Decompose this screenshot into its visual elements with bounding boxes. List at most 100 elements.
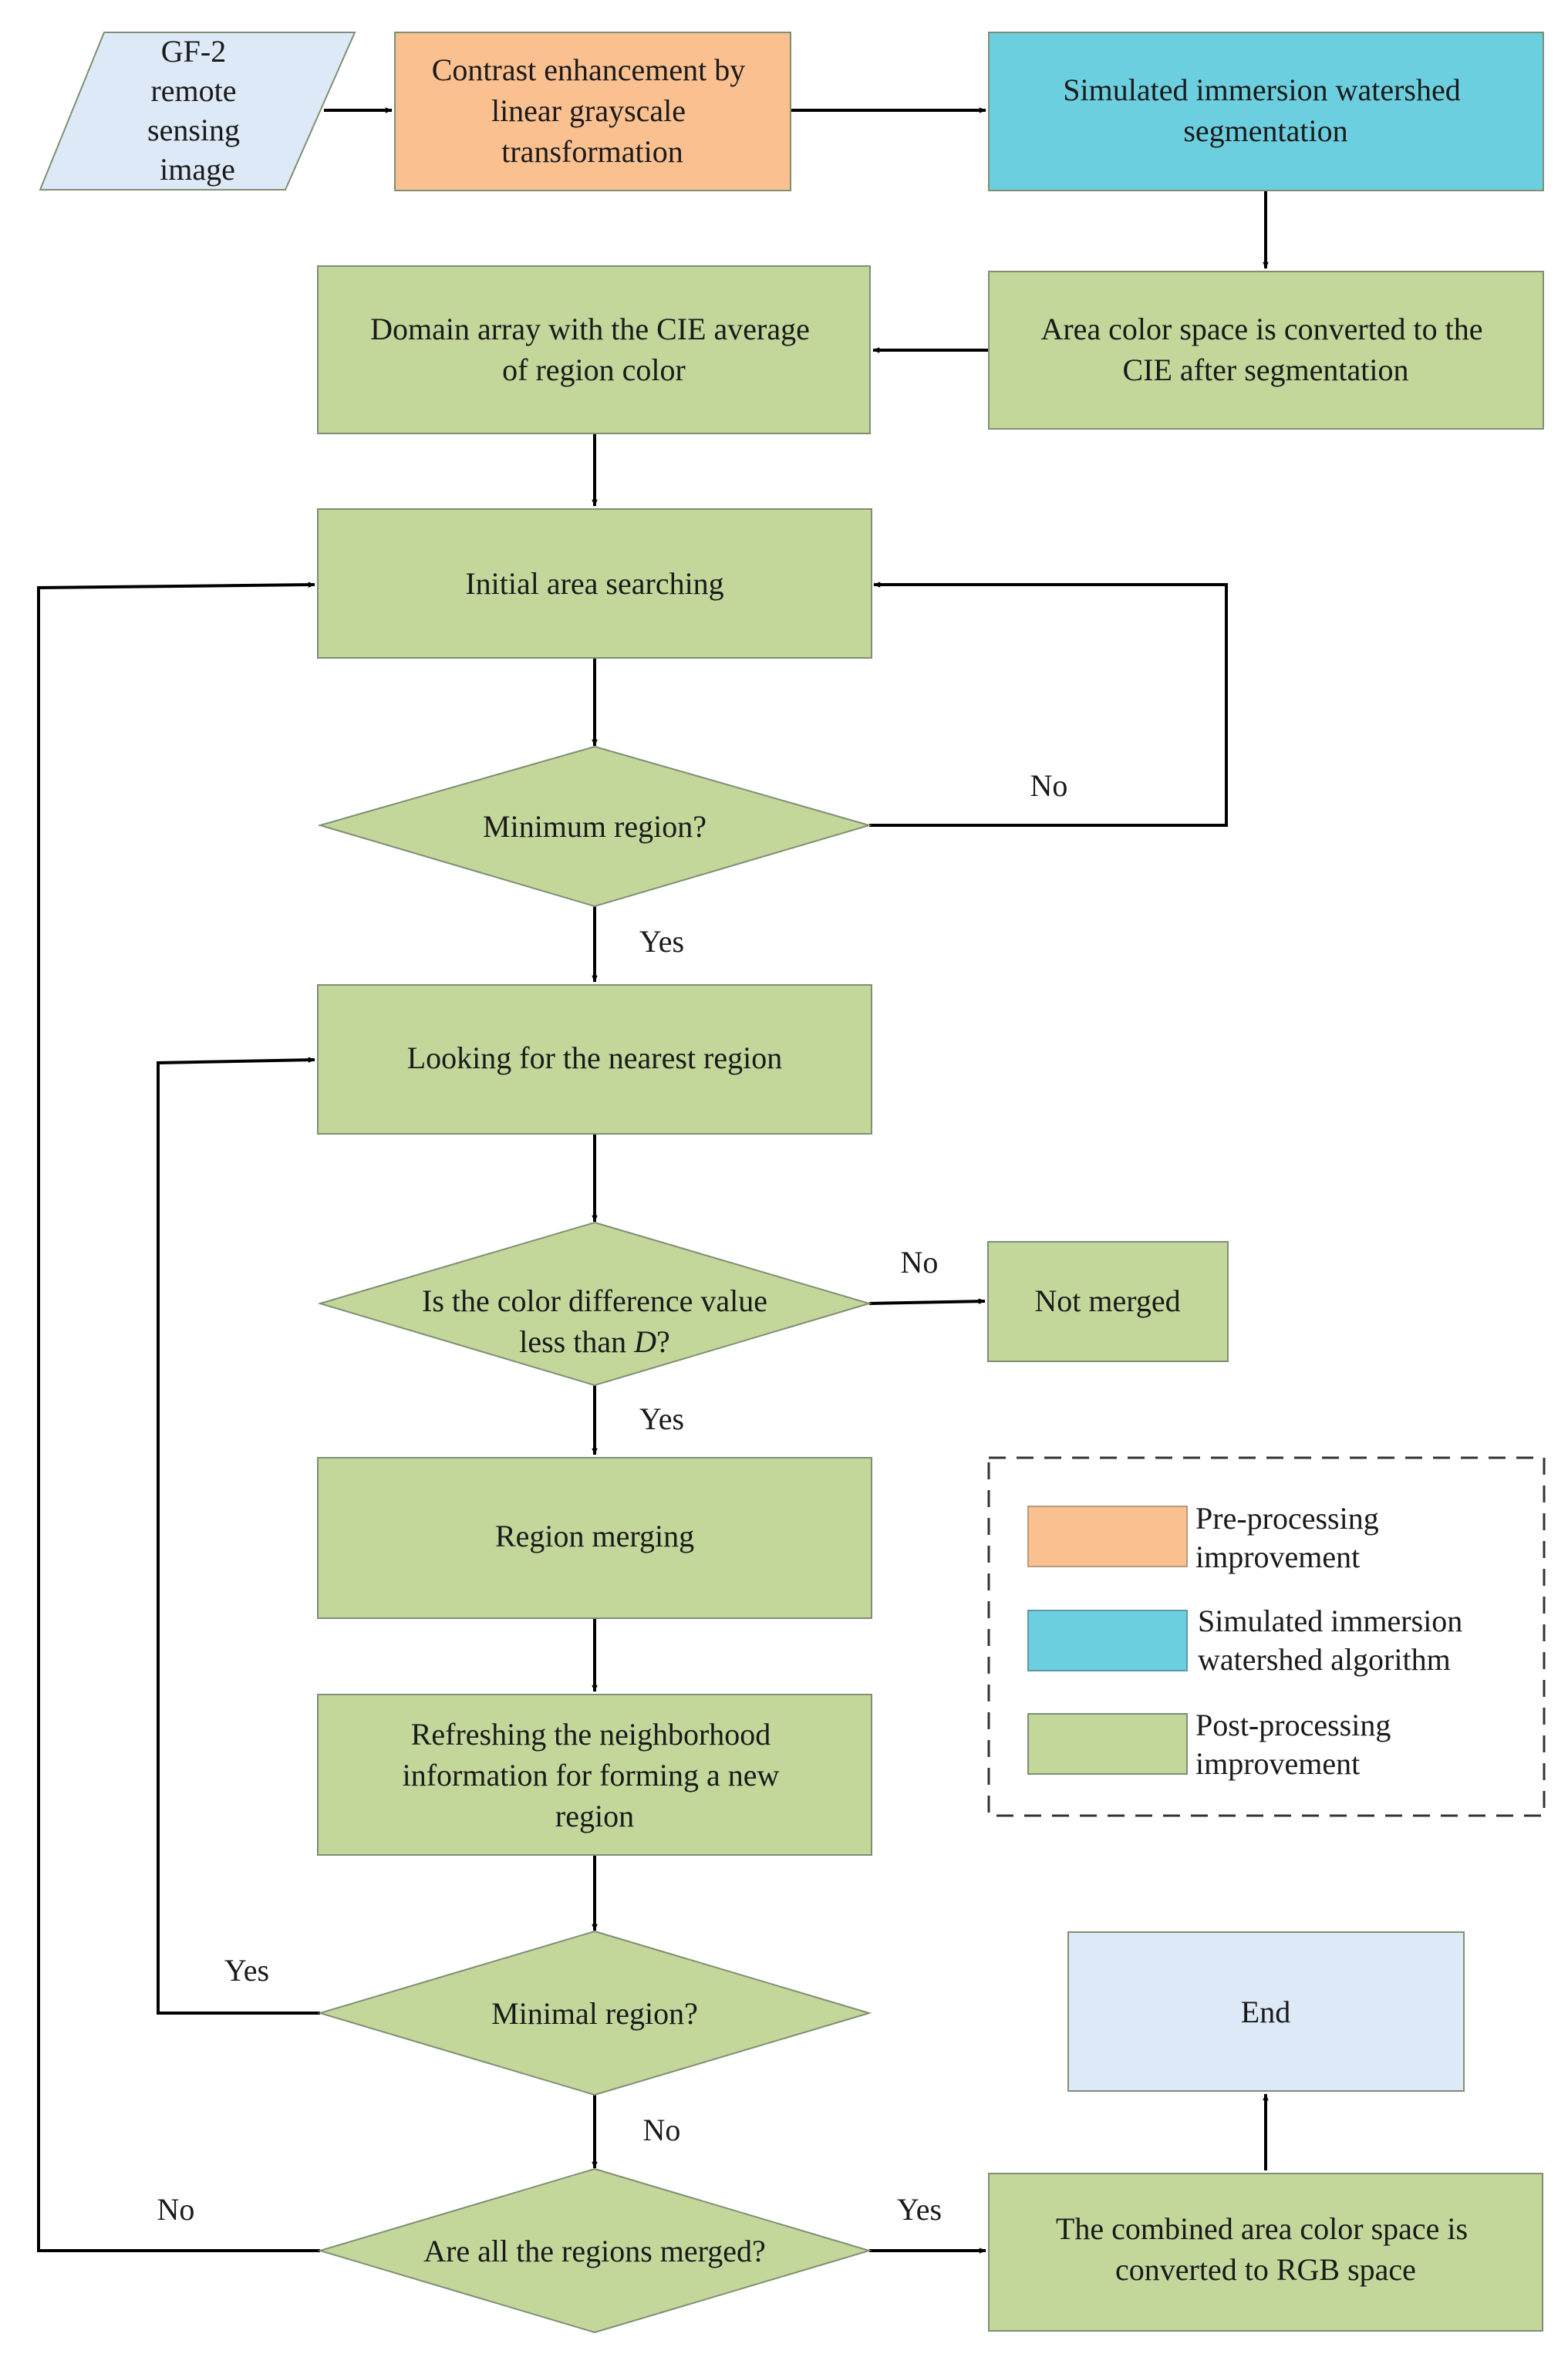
svg-text:Is the color difference value: Is the color difference value: [422, 1283, 767, 1318]
legend-swatch-pre-processing: [1027, 1506, 1188, 1567]
node-cie-conversion: Area color space is converted to the CIE…: [988, 271, 1544, 430]
svg-text:Region merging: Region merging: [495, 1519, 694, 1553]
watershed-line-2: segmentation: [1183, 113, 1347, 148]
domain-box: [317, 265, 871, 434]
initial-box: [317, 508, 872, 659]
initial-line-1: Initial area searching: [465, 566, 723, 601]
svg-text:Refreshing the neighborhood: Refreshing the neighborhood information …: [403, 1717, 787, 1833]
legend: Pre-processing improvement Simulated imm…: [987, 1456, 1546, 1817]
colordiff-line-1: Is the color difference value: [422, 1283, 767, 1318]
label-colordiff-yes: Yes: [639, 1401, 684, 1436]
colordiff-line-2: less than D?: [519, 1324, 670, 1359]
colordiff-diamond: [317, 1221, 872, 1387]
contrast-line-2: linear grayscale: [491, 93, 686, 128]
node-rgb-conversion: The combined area color space is convert…: [988, 2173, 1543, 2332]
node-initial-search: Initial area searching: [317, 508, 872, 659]
legend-swatch-post-processing: [1027, 1713, 1188, 1775]
threshold-variable: D: [633, 1324, 656, 1359]
svg-text:GF-2 remote se: GF-2 remote sensing image: [147, 34, 248, 187]
legend-post-line-2: improvement: [1195, 1746, 1360, 1781]
not-merged-box: [987, 1241, 1229, 1362]
contrast-line-3: transformation: [501, 134, 683, 169]
svg-text:End: End: [1241, 1995, 1290, 2029]
node-not-merged: Not merged: [987, 1241, 1229, 1362]
node-domain-array: Domain array with the CIE average of reg…: [317, 265, 871, 434]
legend-item-watershed: Simulated immersion watershed algorithm: [1027, 1604, 1470, 1677]
node-input-image: GF-2 remote sensing image: [39, 32, 356, 191]
node-contrast-enhancement: Contrast enhancement by linear grayscale…: [394, 32, 791, 191]
label-minimal-yes: Yes: [224, 1953, 269, 1988]
svg-text:Minimum region?: Minimum region?: [483, 809, 706, 844]
svg-text:Simulated immersion wa: Simulated immersion watershed algorithm: [1198, 1604, 1470, 1677]
input-parallelogram: [39, 32, 356, 191]
svg-text:Post-processing improv: Post-processing improvement: [1195, 1708, 1398, 1781]
watershed-box: [988, 32, 1544, 191]
edge-allmerged-no-loop: [37, 582, 320, 2252]
allmerged-diamond: [317, 2167, 872, 2334]
svg-text:Are all the regions merged?: Are all the regions merged?: [423, 2234, 766, 2268]
refresh-line-3: region: [555, 1799, 634, 1833]
cie-box: [988, 271, 1544, 430]
input-line-3: sensing: [147, 113, 240, 147]
minimal-line-1: Minimal region?: [491, 1996, 698, 2031]
node-all-merged: Are all the regions merged?: [317, 2167, 872, 2334]
legend-swatch-watershed: [1027, 1610, 1188, 1671]
edge-colordiff-no: [868, 1298, 986, 1305]
label-minimum-yes: Yes: [639, 924, 684, 959]
merging-box: [317, 1457, 872, 1619]
nearest-line-1: Looking for the nearest region: [407, 1040, 783, 1075]
edge-minimum-no-loop: [869, 582, 1228, 827]
node-watershed-segmentation: Simulated immersion watershed segmentati…: [988, 32, 1544, 191]
svg-text:Domain array with the CIE aver: Domain array with the CIE average of reg…: [370, 312, 818, 387]
edge-labels: No Yes No Yes Yes No No Yes: [157, 768, 1068, 2227]
rgb-box: [988, 2173, 1543, 2332]
not-merged-line-1: Not merged: [1034, 1283, 1180, 1318]
refresh-line-2: information for forming a new: [403, 1758, 780, 1792]
allmerged-line-1: Are all the regions merged?: [423, 2234, 766, 2268]
legend-item-pre-processing: Pre-processing improvement: [1027, 1501, 1387, 1574]
svg-text:The combined area color space: The combined area color space is convert…: [1056, 2211, 1475, 2287]
nodes: GF-2 remote sensing image Contrast enhan…: [39, 32, 1544, 2334]
domain-line-2: of region color: [502, 352, 686, 387]
minimum-diamond: [317, 745, 872, 908]
edge-minimal-yes-loop: [157, 1057, 320, 2015]
node-nearest-region: Looking for the nearest region: [317, 984, 872, 1135]
svg-text:Contrast enhancement by: Contrast enhancement by linear grayscale…: [432, 52, 754, 169]
node-refresh-neighborhood: Refreshing the neighborhood information …: [317, 1694, 872, 1856]
label-allmerged-yes: Yes: [897, 2192, 942, 2227]
end-box: [1067, 1931, 1465, 2092]
legend-frame: [987, 1456, 1546, 1817]
node-minimum-region: Minimum region?: [317, 745, 872, 908]
node-region-merging: Region merging: [317, 1457, 872, 1619]
legend-ws-line-2: watershed algorithm: [1198, 1642, 1451, 1677]
input-line-4: image: [160, 152, 235, 187]
edges: [37, 107, 1269, 2254]
contrast-line-1: Contrast enhancement by: [432, 52, 746, 87]
label-minimal-no: No: [643, 2113, 681, 2147]
watershed-line-1: Simulated immersion watershed: [1063, 73, 1460, 107]
legend-post-line-1: Post-processing: [1195, 1708, 1391, 1742]
legend-pre-line-2: improvement: [1195, 1540, 1360, 1574]
input-line-2: remote: [150, 73, 236, 108]
svg-text:Initial area searching: Initial area searching: [465, 566, 723, 601]
node-minimal-region: Minimal region?: [317, 1930, 872, 2096]
nearest-box: [317, 984, 872, 1135]
minimal-diamond: [317, 1930, 872, 2096]
contrast-box: [394, 32, 791, 191]
node-end: End: [1067, 1931, 1465, 2092]
refresh-box: [317, 1694, 872, 1856]
merging-line-1: Region merging: [495, 1519, 694, 1553]
legend-ws-line-1: Simulated immersion: [1198, 1604, 1462, 1638]
rgb-line-2: converted to RGB space: [1115, 2252, 1416, 2287]
label-minimum-no: No: [1030, 768, 1068, 803]
cie-line-1: Area color space is converted to the: [1040, 312, 1482, 346]
legend-pre-line-1: Pre-processing: [1195, 1501, 1379, 1536]
svg-text:Looking for the nearest region: Looking for the nearest region: [407, 1040, 783, 1075]
label-allmerged-no: No: [157, 2192, 195, 2227]
svg-text:Pre-processing improve: Pre-processing improvement: [1195, 1501, 1387, 1574]
label-colordiff-no: No: [901, 1245, 939, 1280]
cie-line-2: CIE after segmentation: [1123, 352, 1409, 387]
legend-item-post-processing: Post-processing improvement: [1027, 1708, 1398, 1781]
